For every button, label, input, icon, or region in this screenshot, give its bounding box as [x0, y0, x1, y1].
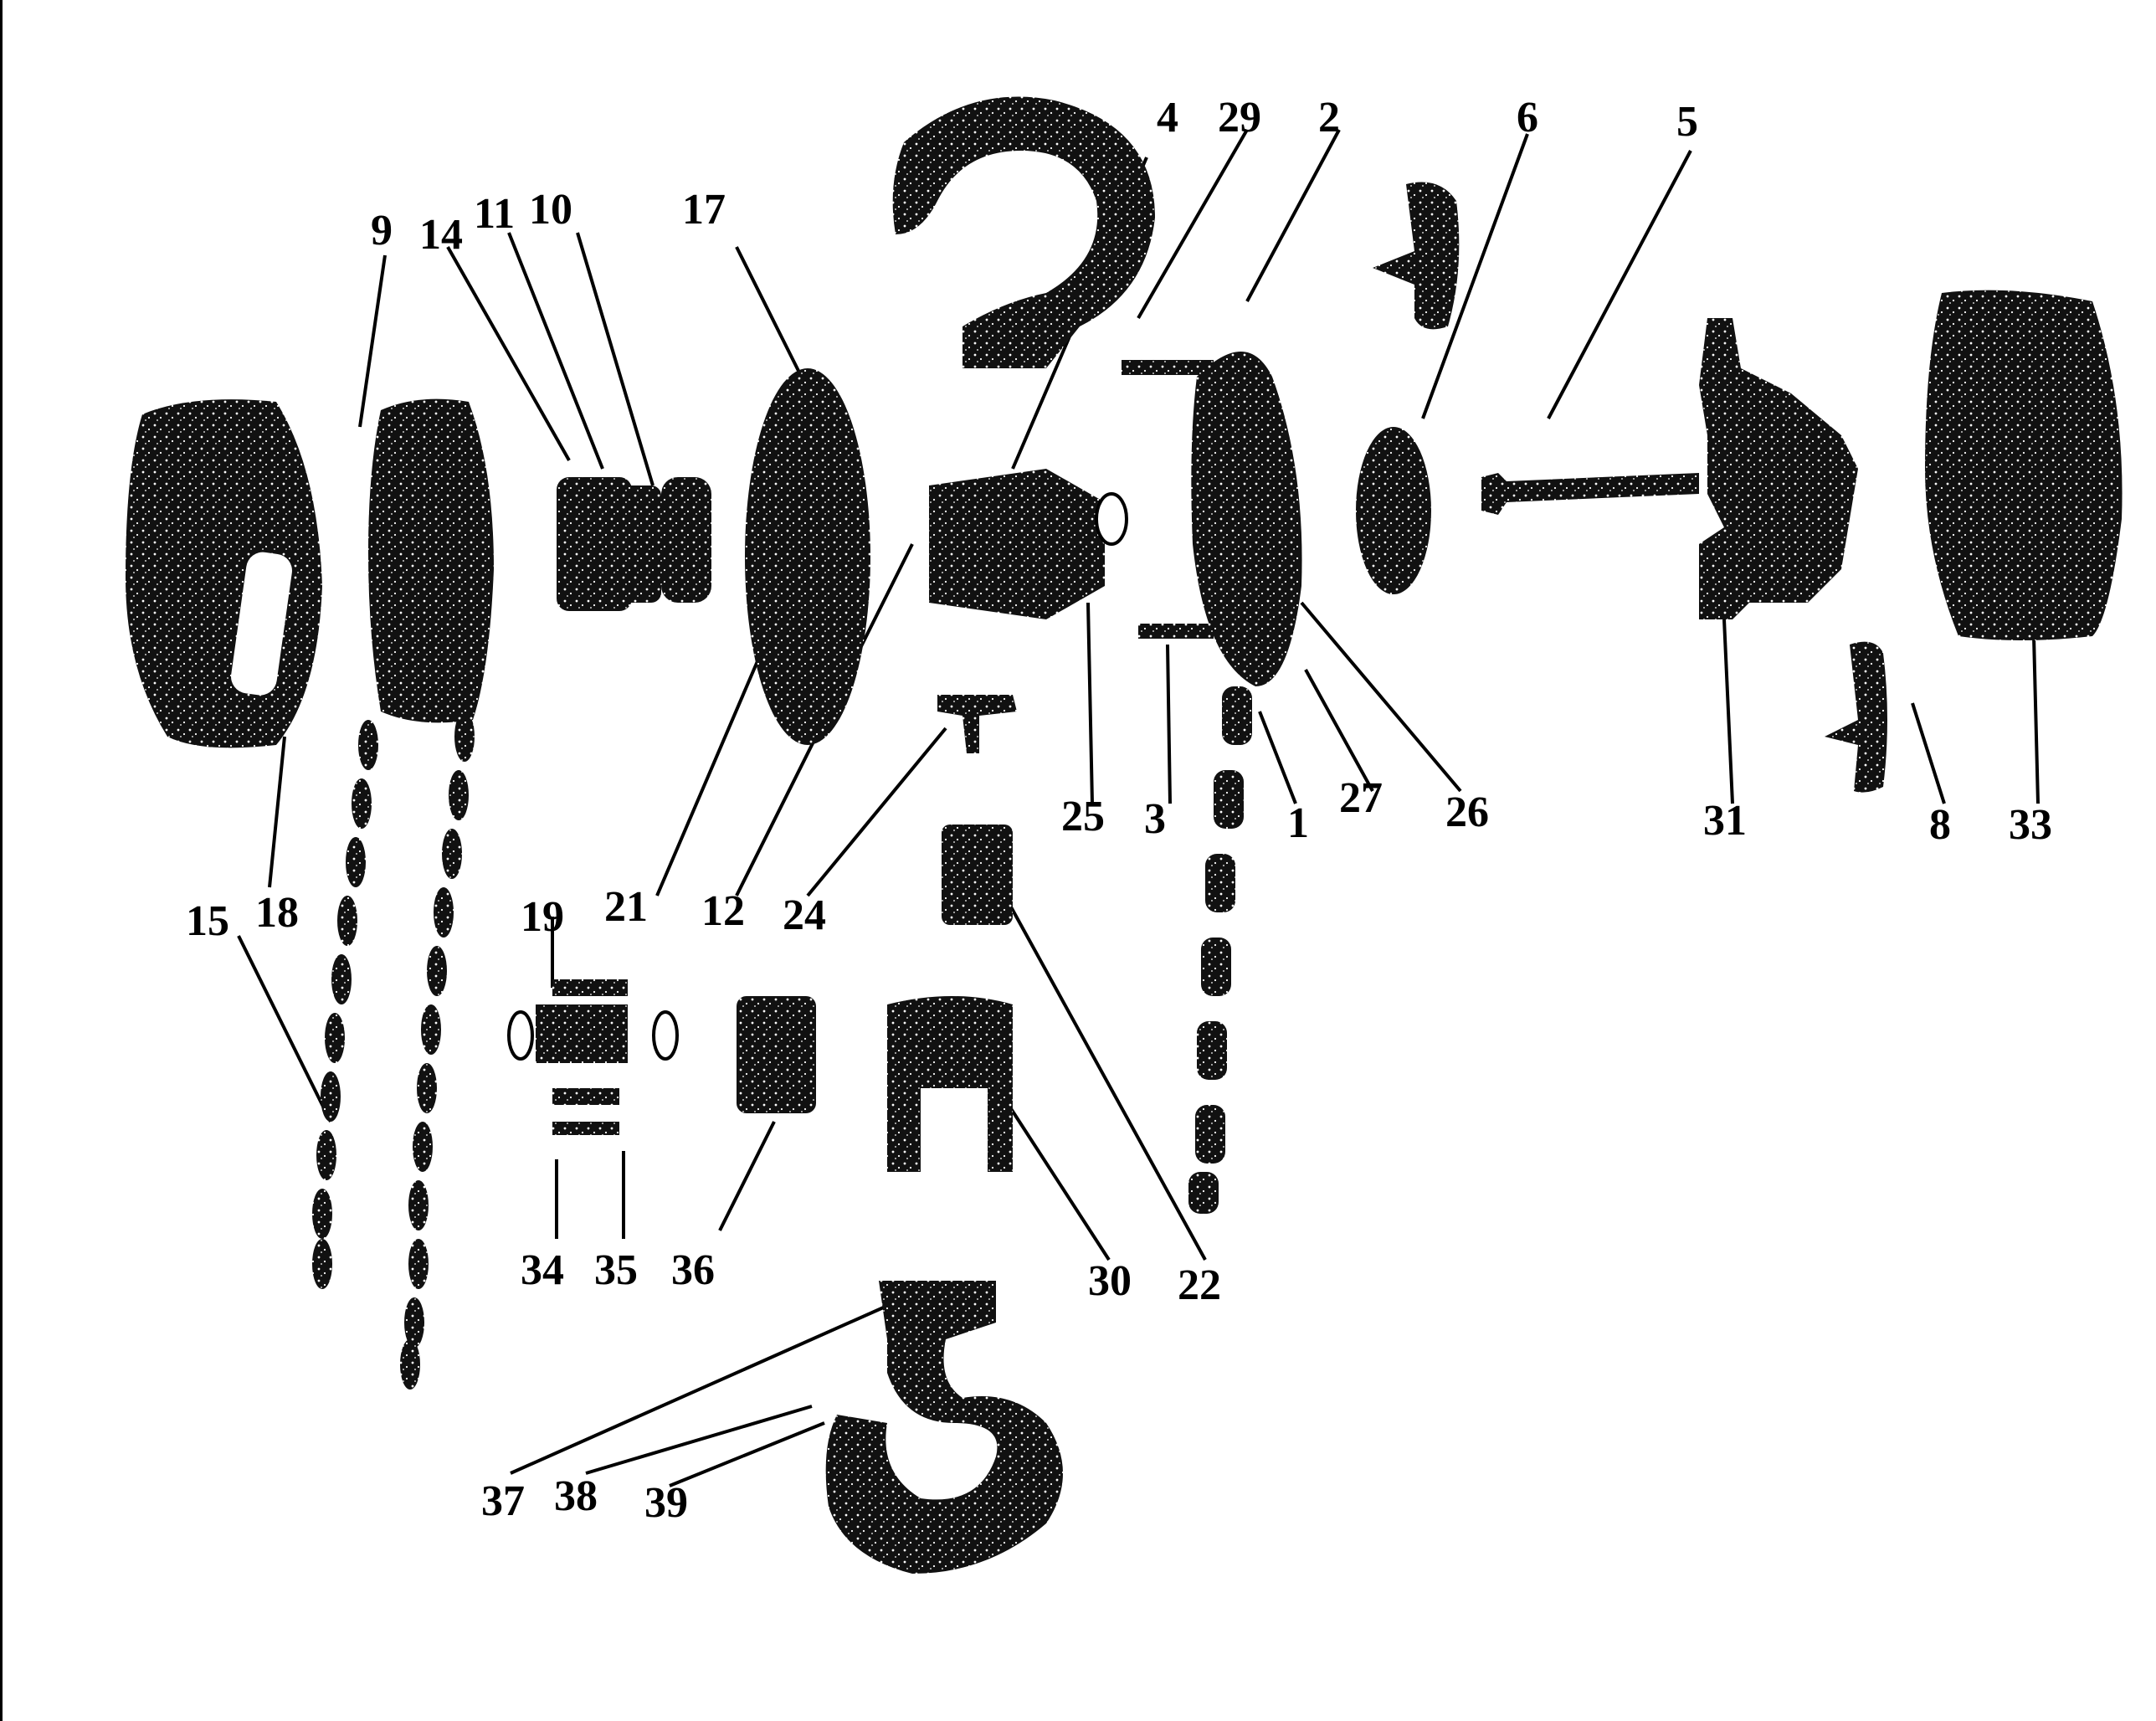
label-15: 15	[186, 897, 229, 945]
part-33-cover	[1925, 290, 2123, 640]
label-25: 25	[1061, 793, 1105, 840]
label-22: 22	[1178, 1261, 1221, 1309]
label-2: 2	[1318, 94, 1340, 141]
label-18: 18	[255, 889, 299, 937]
part-18-cover	[126, 399, 322, 748]
label-33: 33	[2009, 801, 2052, 849]
part-25-washer	[1095, 492, 1128, 546]
label-24: 24	[783, 891, 826, 939]
label-29: 29	[1218, 94, 1261, 141]
part-19-washer-right	[652, 1010, 679, 1061]
part-29-bolt	[1122, 360, 1214, 375]
part-1-loadchain	[1188, 686, 1252, 1214]
part-6-gear	[1373, 182, 1460, 330]
label-27: 27	[1339, 774, 1383, 822]
part-12-gear-shaft	[929, 469, 1105, 619]
part-35-ring	[552, 1122, 619, 1135]
part-4-upper-hook	[892, 96, 1155, 369]
label-30: 30	[1088, 1257, 1132, 1305]
part-31-bracket	[1699, 318, 1858, 619]
label-34: 34	[521, 1246, 564, 1294]
label-37: 37	[481, 1477, 525, 1525]
label-6: 6	[1517, 94, 1538, 141]
label-19: 19	[521, 893, 564, 941]
label-5: 5	[1676, 98, 1698, 146]
part-11-disc	[611, 485, 661, 603]
label-38: 38	[554, 1472, 598, 1520]
part-15-handchain	[312, 712, 475, 1390]
label-31: 31	[1703, 797, 1747, 845]
label-35: 35	[594, 1246, 638, 1294]
part-19-bearing	[552, 979, 628, 996]
label-9: 9	[371, 207, 393, 254]
part-3-bolt	[1138, 624, 1214, 639]
part-6-gear-lower	[1356, 427, 1431, 594]
label-39: 39	[644, 1479, 688, 1527]
label-8: 8	[1929, 801, 1951, 849]
part-36-block	[737, 996, 816, 1113]
page-border	[0, 0, 3, 1721]
label-26: 26	[1445, 789, 1489, 836]
label-36: 36	[671, 1246, 715, 1294]
leader-lines	[237, 128, 2040, 1487]
part-9-handwheel	[368, 398, 494, 723]
part-34-bearing	[552, 1088, 619, 1105]
parts	[126, 96, 2123, 1574]
part-10-nut	[661, 477, 711, 603]
part-24-pin	[937, 695, 1017, 753]
part-5-shaft	[1481, 473, 1699, 515]
part-22-block	[942, 825, 1013, 925]
label-12: 12	[701, 887, 745, 935]
label-11: 11	[474, 190, 516, 238]
part-18-window	[231, 552, 292, 696]
part-37-lower-hook	[825, 1281, 1063, 1574]
part-17-sideplate	[745, 368, 870, 745]
label-3: 3	[1144, 795, 1166, 843]
part-19-axle	[536, 1004, 628, 1063]
label-21: 21	[604, 883, 648, 931]
label-1: 1	[1287, 799, 1309, 847]
part-19-washer-left	[507, 1010, 534, 1061]
label-17: 17	[682, 186, 726, 234]
part-8-gear	[1825, 641, 1887, 793]
label-4: 4	[1157, 94, 1178, 141]
part-2-sideplate	[1191, 352, 1302, 686]
label-14: 14	[419, 211, 463, 259]
part-30-yoke	[887, 996, 1013, 1172]
label-10: 10	[529, 186, 572, 234]
